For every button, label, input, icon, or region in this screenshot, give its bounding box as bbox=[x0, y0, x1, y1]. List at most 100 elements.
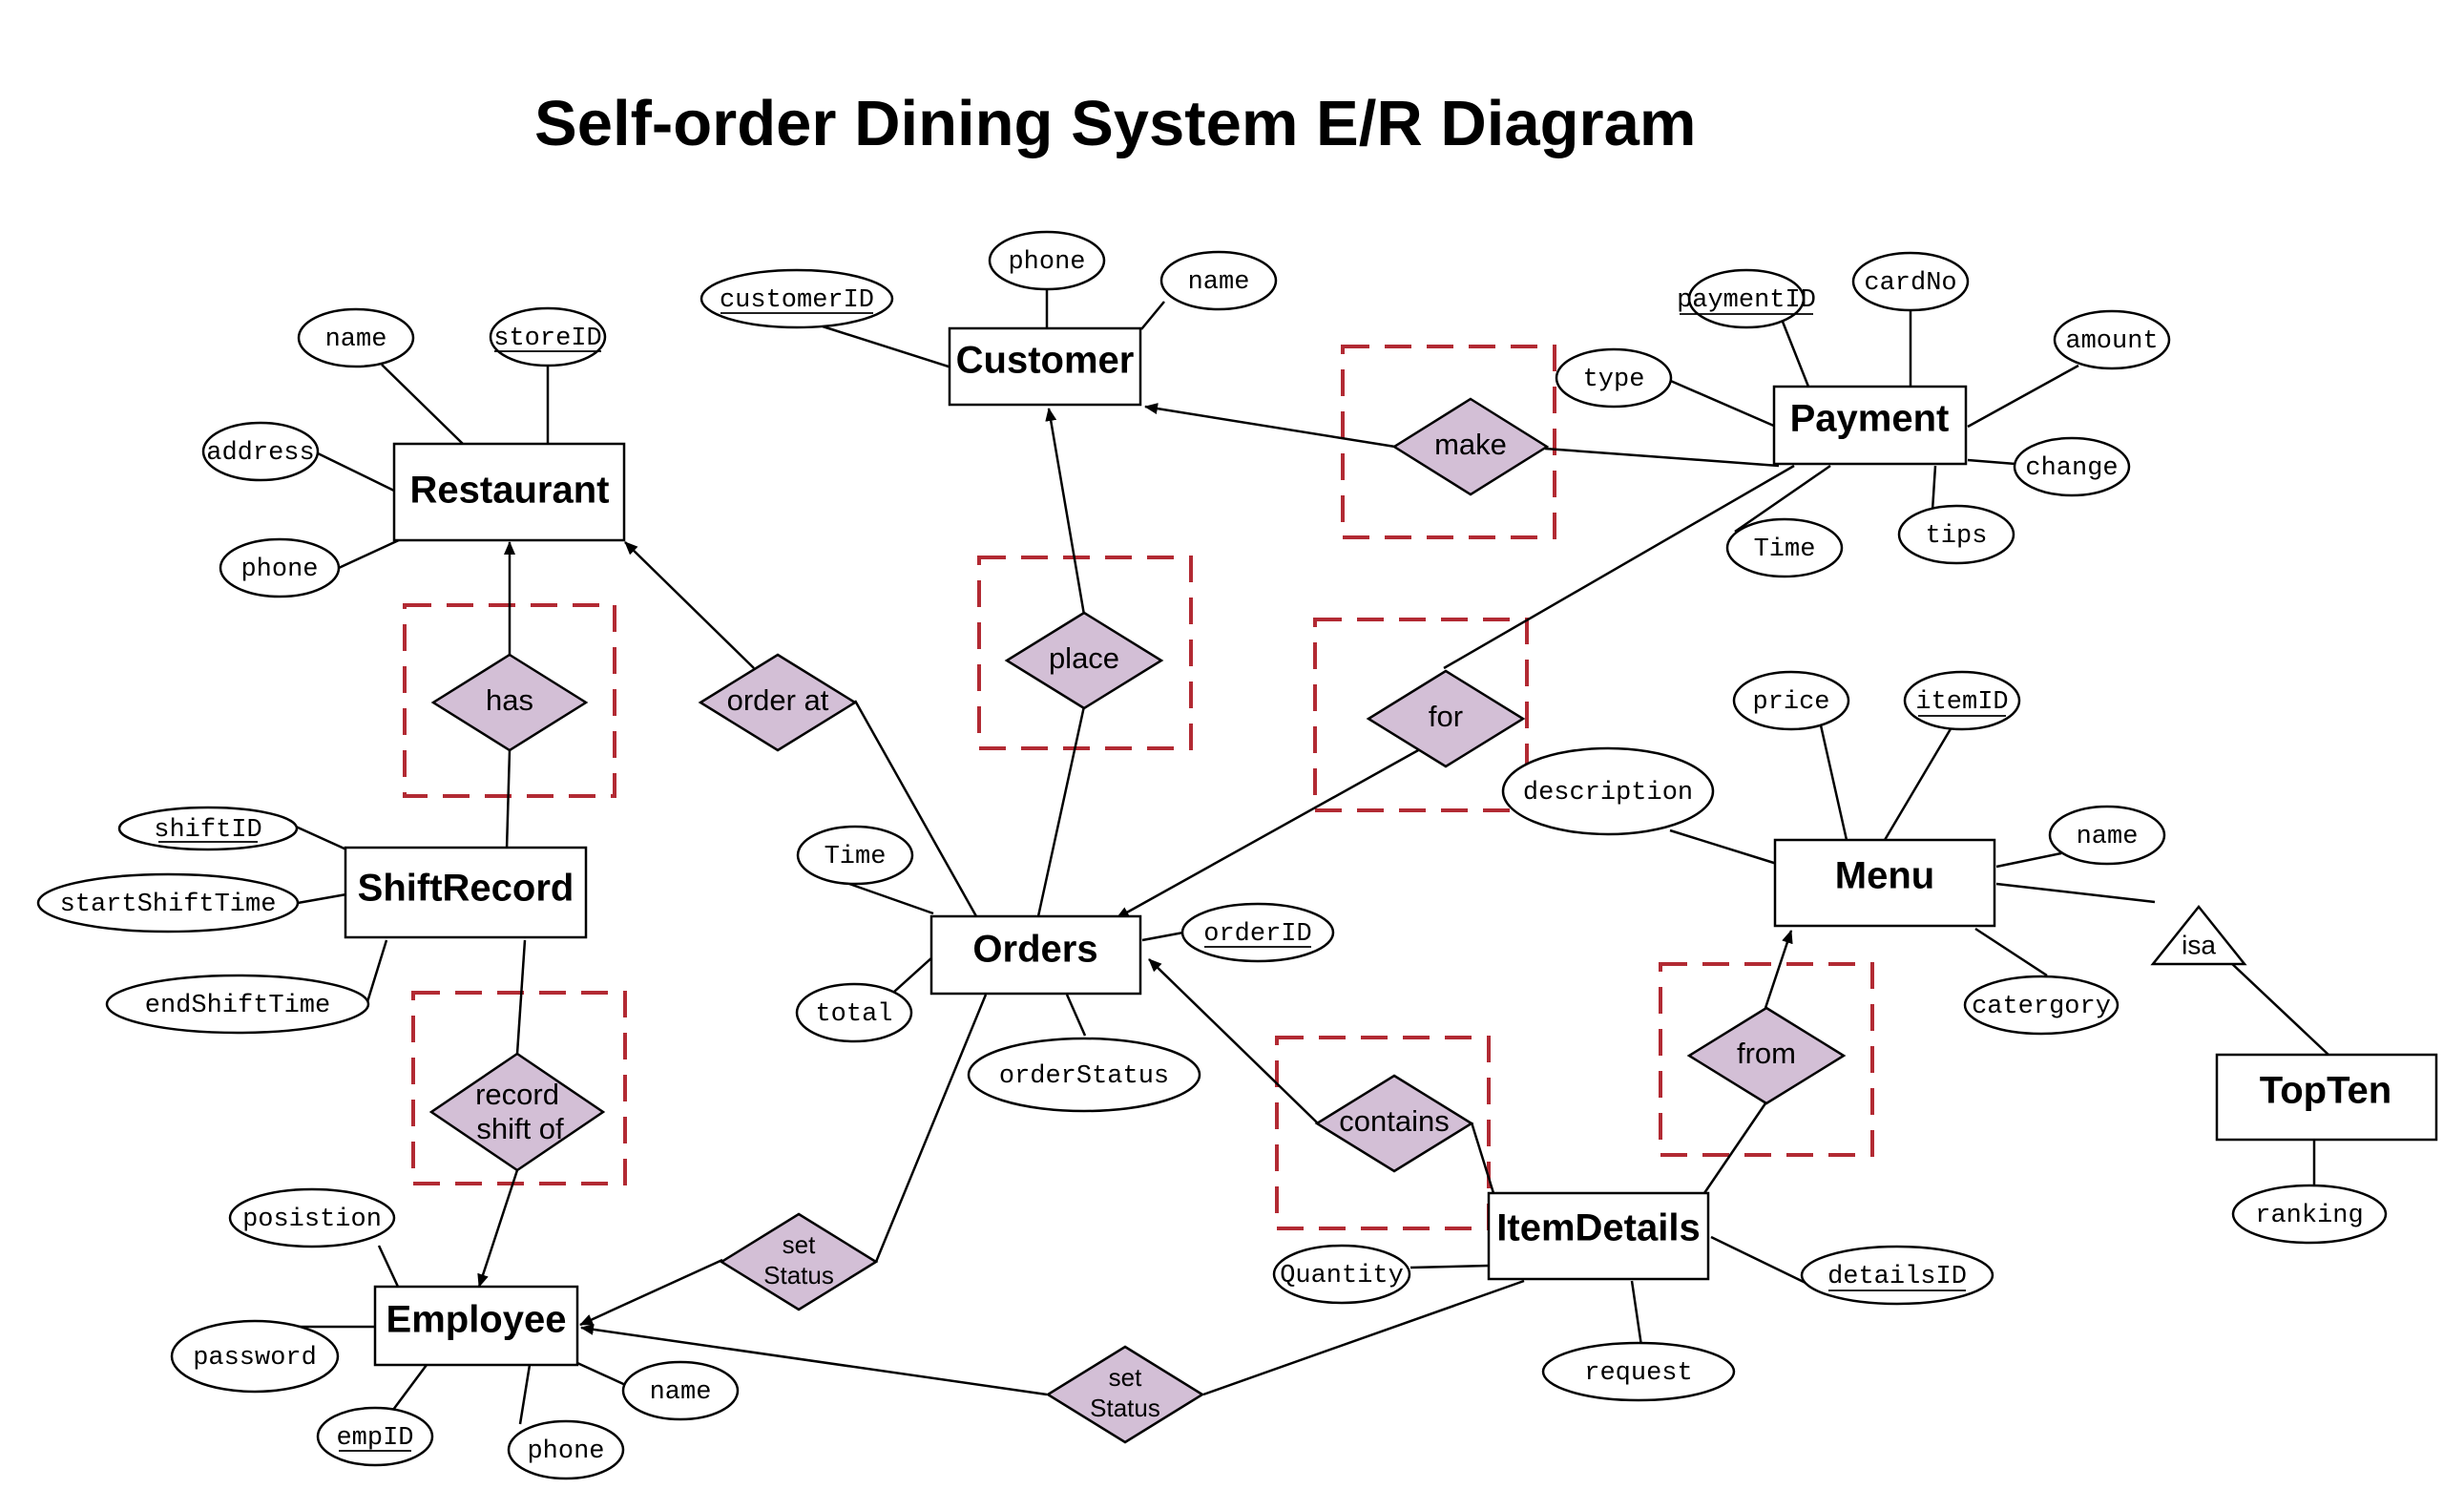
attribute-employee-name[interactable]: name bbox=[621, 1360, 740, 1421]
relationship-from[interactable]: from bbox=[1686, 1006, 1847, 1105]
relationship-order-at[interactable]: order at bbox=[698, 653, 858, 752]
attribute-restaurant-address[interactable]: address bbox=[201, 421, 320, 482]
attribute-orders-status[interactable]: orderStatus bbox=[967, 1037, 1201, 1113]
attribute-itemdetails-detailsid[interactable]: detailsID bbox=[1800, 1245, 1994, 1306]
entity-topten-label: TopTen bbox=[2260, 1070, 2391, 1112]
attribute-itemdetails-detailsid-label: detailsID bbox=[1827, 1263, 1967, 1291]
relationship-has[interactable]: has bbox=[430, 653, 589, 752]
relationship-make-label: make bbox=[1434, 428, 1507, 461]
diagram-title: Self-order Dining System E/R Diagram bbox=[534, 88, 1696, 159]
set-status-orders-line1: set bbox=[783, 1230, 816, 1259]
attribute-menu-category-label: catergory bbox=[1972, 993, 2111, 1021]
attribute-itemdetails-quantity-label: Quantity bbox=[1280, 1262, 1404, 1290]
relationship-edges bbox=[477, 403, 1795, 1396]
entity-employee-label: Employee bbox=[386, 1299, 567, 1341]
entity-orders[interactable]: Orders bbox=[929, 914, 1142, 996]
entity-itemdetails[interactable]: ItemDetails bbox=[1487, 1191, 1710, 1281]
attribute-restaurant-name-label: name bbox=[325, 325, 387, 354]
attribute-payment-paymentid[interactable]: paymentID bbox=[1677, 268, 1816, 329]
attribute-shift-start[interactable]: startShiftTime bbox=[36, 872, 300, 933]
attribute-menu-name[interactable]: name bbox=[2048, 805, 2166, 866]
entity-shiftrecord[interactable]: ShiftRecord bbox=[344, 846, 588, 939]
attribute-payment-paymentid-label: paymentID bbox=[1677, 286, 1816, 315]
attribute-menu-price-label: price bbox=[1752, 688, 1829, 717]
attribute-employee-position-label: posistion bbox=[242, 1206, 382, 1234]
attribute-restaurant-name[interactable]: name bbox=[297, 307, 415, 368]
attribute-orders-orderid-label: orderID bbox=[1203, 920, 1311, 949]
attribute-orders-time-label: Time bbox=[825, 843, 887, 871]
attribute-restaurant-storeid-label: storeID bbox=[493, 325, 601, 353]
entity-menu-label: Menu bbox=[1835, 855, 1934, 897]
relationship-place[interactable]: place bbox=[1004, 611, 1164, 710]
attribute-employee-position[interactable]: posistion bbox=[228, 1187, 396, 1248]
isa-triangle[interactable]: isa bbox=[2150, 904, 2247, 966]
attribute-restaurant-storeid[interactable]: storeID bbox=[489, 306, 607, 367]
contains-dashed-box bbox=[1275, 1036, 1491, 1230]
attribute-menu-price[interactable]: price bbox=[1732, 670, 1850, 731]
attribute-employee-password[interactable]: password bbox=[170, 1319, 340, 1394]
relationship-for[interactable]: for bbox=[1366, 669, 1526, 768]
attribute-orders-orderid[interactable]: orderID bbox=[1180, 902, 1335, 963]
entity-topten[interactable]: TopTen bbox=[2215, 1053, 2438, 1142]
relationship-contains-label: contains bbox=[1339, 1104, 1449, 1138]
attribute-menu-name-label: name bbox=[2077, 823, 2139, 851]
attribute-orders-status-label: orderStatus bbox=[999, 1062, 1169, 1091]
relationship-record-label: record bbox=[475, 1078, 559, 1111]
attribute-edges bbox=[293, 288, 2329, 1425]
attribute-customer-phone-label: phone bbox=[1008, 248, 1085, 277]
attribute-customer-phone[interactable]: phone bbox=[988, 230, 1106, 291]
attribute-menu-description[interactable]: description bbox=[1501, 746, 1715, 836]
attribute-shift-shiftid[interactable]: shiftID bbox=[117, 806, 299, 851]
attribute-shift-start-label: startShiftTime bbox=[60, 891, 277, 919]
attribute-payment-type[interactable]: type bbox=[1555, 347, 1673, 409]
entity-payment[interactable]: Payment bbox=[1772, 385, 1968, 466]
attribute-payment-amount-label: amount bbox=[2065, 327, 2158, 356]
relationship-contains[interactable]: contains bbox=[1314, 1074, 1474, 1173]
place-dashed-box bbox=[977, 556, 1193, 750]
attribute-orders-total-label: total bbox=[815, 1000, 892, 1029]
entity-customer[interactable]: Customer bbox=[948, 326, 1142, 407]
attribute-menu-itemid[interactable]: itemID bbox=[1903, 670, 2021, 731]
attribute-employee-password-label: password bbox=[193, 1344, 317, 1373]
attribute-customer-customerid[interactable]: customerID bbox=[700, 268, 894, 329]
relationship-from-label: from bbox=[1737, 1037, 1796, 1070]
entity-restaurant-label: Restaurant bbox=[410, 470, 610, 512]
attribute-payment-cardno[interactable]: cardNo bbox=[1851, 251, 1970, 312]
attribute-employee-empid[interactable]: empID bbox=[316, 1406, 434, 1467]
from-dashed-box bbox=[1659, 962, 1874, 1157]
attribute-restaurant-phone[interactable]: phone bbox=[219, 537, 341, 598]
attribute-payment-tips[interactable]: tips bbox=[1897, 504, 2015, 565]
attribute-restaurant-phone-label: phone bbox=[240, 556, 318, 584]
relationship-record-shift-of[interactable]: record shift of bbox=[428, 1052, 606, 1172]
attribute-itemdetails-request-label: request bbox=[1584, 1359, 1692, 1388]
attribute-itemdetails-request[interactable]: request bbox=[1541, 1341, 1736, 1402]
relationship-shift-of-label: shift of bbox=[476, 1112, 564, 1145]
relationship-make[interactable]: make bbox=[1391, 397, 1550, 496]
for-dashed-box bbox=[1313, 618, 1529, 812]
entity-restaurant[interactable]: Restaurant bbox=[392, 442, 626, 542]
attribute-shift-end[interactable]: endShiftTime bbox=[105, 974, 370, 1035]
relationship-place-label: place bbox=[1049, 641, 1119, 675]
attribute-payment-change[interactable]: change bbox=[2013, 436, 2131, 497]
relationship-set-status-itemdetails[interactable]: set Status bbox=[1045, 1345, 1205, 1444]
entity-customer-label: Customer bbox=[956, 340, 1135, 382]
attribute-payment-amount[interactable]: amount bbox=[2053, 309, 2171, 370]
entity-payment-label: Payment bbox=[1790, 398, 1950, 440]
relationship-set-status-orders[interactable]: set Status bbox=[719, 1212, 879, 1311]
relationship-for-label: for bbox=[1429, 700, 1463, 733]
attribute-orders-total[interactable]: total bbox=[795, 982, 913, 1043]
entity-employee[interactable]: Employee bbox=[373, 1285, 579, 1367]
attribute-employee-name-label: name bbox=[650, 1378, 712, 1407]
attribute-menu-itemid-label: itemID bbox=[1915, 688, 2008, 717]
attribute-customer-customerid-label: customerID bbox=[720, 286, 874, 315]
attribute-orders-time[interactable]: Time bbox=[796, 825, 914, 886]
entity-shiftrecord-label: ShiftRecord bbox=[358, 868, 574, 910]
attribute-menu-category[interactable]: catergory bbox=[1963, 975, 2119, 1036]
relationship-order-at-label: order at bbox=[727, 683, 829, 717]
attribute-payment-time[interactable]: Time bbox=[1725, 517, 1844, 578]
attribute-itemdetails-quantity[interactable]: Quantity bbox=[1272, 1244, 1411, 1305]
attribute-employee-phone[interactable]: phone bbox=[507, 1419, 625, 1480]
attribute-customer-name[interactable]: name bbox=[1159, 250, 1278, 311]
attribute-topten-ranking[interactable]: ranking bbox=[2231, 1184, 2388, 1245]
entity-menu[interactable]: Menu bbox=[1773, 838, 1996, 928]
